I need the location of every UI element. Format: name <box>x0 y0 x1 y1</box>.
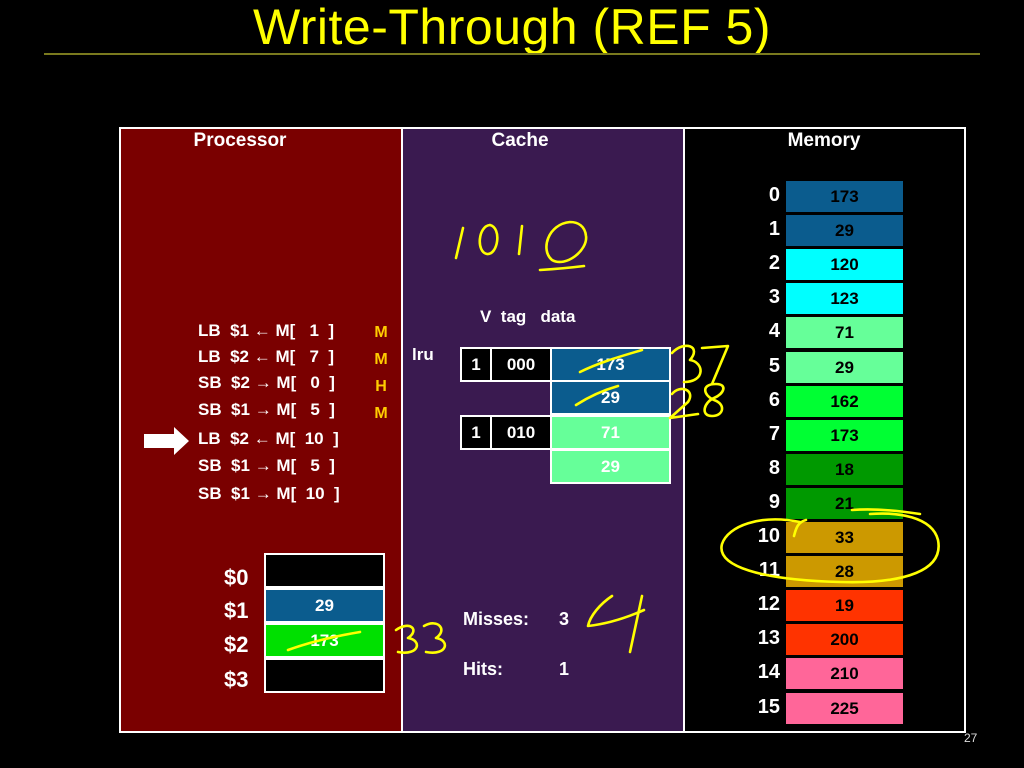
memory-address-13: 13 <box>757 627 780 650</box>
instruction-7: SB $1 → M[ 10 ] <box>198 484 340 503</box>
memory-address-14: 14 <box>757 661 780 684</box>
memory-address-12: 12 <box>757 593 780 616</box>
cache-set1-valid: 1 <box>460 415 492 450</box>
result-marker-3: H <box>375 378 387 395</box>
memory-cell-13: 200 <box>786 624 903 656</box>
register-3-cell <box>264 658 385 693</box>
current-instruction-arrow-icon <box>144 427 189 455</box>
memory-heading: Memory <box>787 130 861 151</box>
memory-cell-12: 19 <box>786 590 903 622</box>
memory-address-8: 8 <box>768 456 780 479</box>
handwritten-33-register <box>394 622 447 654</box>
handwritten-digit-4-misses <box>586 594 646 654</box>
instruction-6: SB $1 → M[ 5 ] <box>198 456 335 475</box>
memory-address-1: 1 <box>768 218 780 241</box>
lru-label: lru <box>412 345 434 364</box>
register-label-0: $0 <box>224 565 249 590</box>
handwritten-binary-1010 <box>454 220 588 272</box>
processor-heading: Processor <box>193 130 287 151</box>
cache-set0-valid: 1 <box>460 347 492 382</box>
memory-address-6: 6 <box>768 388 780 411</box>
memory-address-0: 0 <box>768 184 780 206</box>
cache-heading: Cache <box>491 130 549 151</box>
instruction-5: LB $2 ← M[ 10 ] <box>198 429 339 448</box>
handwritten-digit-3-cache <box>670 344 702 384</box>
misses-label: Misses: <box>463 609 530 629</box>
memory-address-15: 15 <box>757 695 780 718</box>
register-label-1: $1 <box>224 598 249 623</box>
memory-cell-0: 173 <box>786 181 903 212</box>
memory-cell-4: 71 <box>786 317 903 349</box>
memory-address-7: 7 <box>768 422 780 445</box>
instruction-3: SB $2 → M[ 0 ] <box>198 373 335 392</box>
misses-value: 3 <box>559 609 570 629</box>
memory-address-3: 3 <box>768 286 780 309</box>
memory-address-9: 9 <box>768 490 780 513</box>
slide-title: Write-Through (REF 5) <box>252 0 772 55</box>
memory-cell-1: 29 <box>786 215 903 247</box>
result-marker-1: M <box>374 324 388 341</box>
memory-cell-5: 29 <box>786 351 903 383</box>
cache-column-header: V tag data <box>480 307 576 326</box>
result-marker-4: M <box>374 405 388 422</box>
memory-cell-10: 33 <box>786 522 903 553</box>
hits-label: Hits: <box>463 659 503 679</box>
memory-cell-14: 210 <box>786 658 903 690</box>
memory-cell-6: 162 <box>786 385 903 417</box>
memory-address-2: 2 <box>768 252 780 275</box>
hits-value: 1 <box>559 659 570 679</box>
register-label-2: $2 <box>224 632 249 657</box>
memory-cell-2: 120 <box>786 249 903 281</box>
memory-cell-8: 18 <box>786 453 903 485</box>
cache-set1-tag: 010 <box>490 415 552 450</box>
instruction-1: LB $1 ← M[ 1 ] <box>198 321 335 340</box>
cache-set1-word1: 29 <box>550 449 671 484</box>
register-label-3: $3 <box>224 667 249 692</box>
memory-cell-3: 123 <box>786 283 903 315</box>
register-1-cell: 29 <box>264 588 385 623</box>
instruction-2: LB $2 ← M[ 7 ] <box>198 347 335 366</box>
memory-address-4: 4 <box>768 320 780 343</box>
register-0-cell <box>264 553 385 588</box>
memory-address-5: 5 <box>768 354 780 377</box>
cache-set0-word1: 29 <box>550 380 671 415</box>
handwritten-digit-2-cache <box>668 387 700 420</box>
cache-set0-tag: 000 <box>490 347 552 382</box>
instruction-4: SB $1 → M[ 5 ] <box>198 400 335 419</box>
register-2-cell: 173 <box>264 623 385 658</box>
memory-cell-7: 173 <box>786 419 903 451</box>
handwritten-digit-8-cache <box>703 382 725 418</box>
memory-address-10: 10 <box>757 525 780 547</box>
title-divider <box>44 53 980 55</box>
result-marker-2: M <box>374 351 388 368</box>
handwritten-digit-7-cache <box>700 344 730 386</box>
memory-cell-15: 225 <box>786 692 903 724</box>
page-number: 27 <box>964 731 978 745</box>
